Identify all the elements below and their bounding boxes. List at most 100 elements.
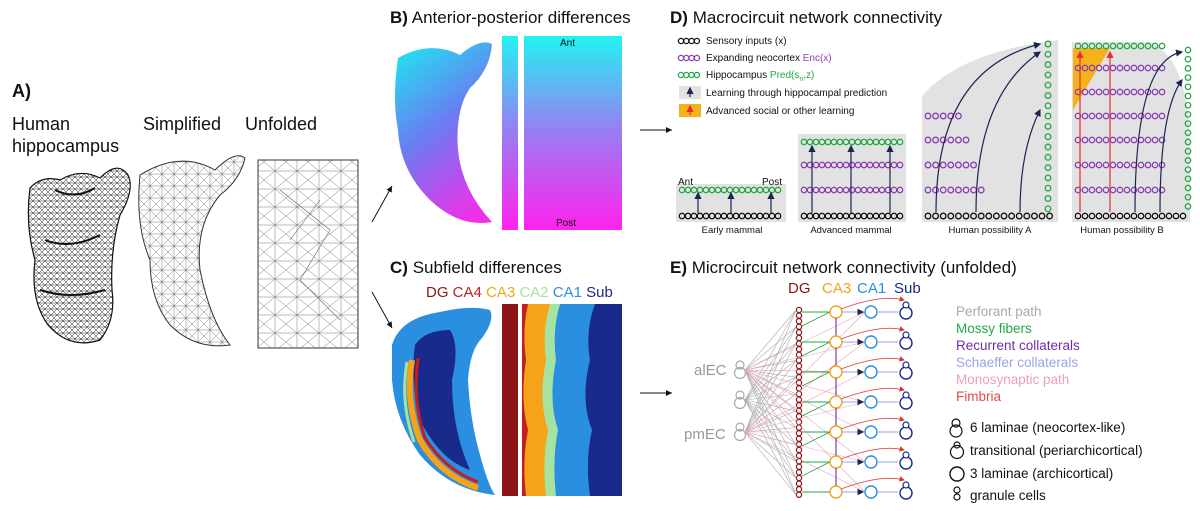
human-a-neocortex-circle [939,112,947,120]
panel-c-title-text: Subfield differences [412,258,562,277]
ca3-cell [829,305,843,319]
human-b-neocortex-circle [1074,136,1082,144]
panel-d-letter: D) [670,8,688,27]
human-b-neocortex-circle [1130,88,1138,96]
unfolded-mesh [257,159,359,349]
legend-sensory-inputs: Sensory inputs (x) [706,36,787,47]
human-a-hippocampus-circle [1044,112,1052,120]
advanced-neocortex-circle [896,161,904,169]
fimbria-line [840,446,905,460]
perforant-path-line [744,369,797,378]
human-a-bg [922,40,1058,222]
human-b-hippocampus-column-circle [1184,175,1192,183]
sub-cell [899,456,913,470]
ap-hippocampus-shape [395,42,492,224]
human-a-sensory-circle [985,212,993,220]
subfield-dg-label: DG [426,284,449,301]
human-b-neocortex-circle [1081,136,1089,144]
legend-neocortex-circle [693,54,701,62]
perforant-path-line [744,309,797,371]
laminae-three: 3 laminae (archicortical) [970,466,1114,481]
human-a-neocortex-circle [962,136,970,144]
human-a-hippocampus-circle [1044,40,1052,48]
dg-granule-cell [795,424,803,431]
sub-cell [899,486,913,500]
monosynaptic-path-line [744,401,866,433]
legend-sensory-circle [688,37,695,45]
human-b-neocortex-circle [1144,64,1152,72]
mossy-fiber-line [801,401,831,417]
simplified-mesh [138,155,246,347]
human-b-learning-arrow [1134,49,1184,213]
panel-b-title-text: Anterior-posterior differences [411,8,631,27]
perforant-path-line [744,326,797,401]
panel-c-title: C) Subfield differences [390,258,562,278]
human-a-learning-arrow [935,41,1042,213]
human-b-hippocampus-column-circle [1184,166,1192,173]
dg-granule-cell [795,312,803,319]
monosynaptic-path-line [744,341,866,371]
human-b-sensory-circle [1095,212,1103,220]
path-schaeffer-collaterals: Schaeffer collaterals [956,355,1079,370]
human-a-sensory-circle [1008,212,1016,220]
dg-granule-cell [795,469,803,476]
human-a-neocortex-circle [977,186,985,194]
monosynaptic-path-line [744,311,866,371]
panel-e-title-text: Microcircuit network connectivity (unfol… [691,258,1017,277]
panel-a-human-label: Human [12,114,71,134]
human-b-neocortex-circle [1137,161,1145,169]
legend-sensory-circle [683,37,690,45]
ec-cell [735,390,745,400]
human-b-neocortex-circle [1095,88,1103,96]
laminae-granule: granule cells [970,488,1046,503]
human-a-neocortex-circle [947,186,955,194]
laminae-three-icon [949,466,965,482]
monosynaptic-path-line [744,369,866,433]
human-b-hippocampus-column-circle [1184,55,1192,63]
dg-granule-cell [795,486,803,493]
human-b-hippocampus-column-circle [1184,92,1192,100]
human-b-neocortex-circle [1088,161,1096,169]
human-b-neocortex-circle [1102,64,1110,72]
dg-granule-cell [795,346,803,353]
legend-hippocampus-text: Hippocampus [706,70,770,81]
human-a-neocortex-circle [954,161,962,169]
granule-cell-icon [953,486,961,494]
human-a-learning-arrow [975,51,1041,213]
human-a-hippocampus-circle [1044,164,1052,172]
legend-hippocampus-circle [693,71,701,79]
human-a-neocortex-circle [939,136,947,144]
perforant-path-line [744,399,797,495]
legend-neocortex-circle [683,54,690,62]
ca3-cell [829,395,843,409]
panel-b-letter: B) [390,8,408,27]
panel-a-simplified-label: Simplified [143,114,222,134]
human-a-sensory-circle [962,212,970,220]
ca1-cell [864,455,878,469]
subfield-ca1-label: CA1 [552,284,582,301]
path-monosynaptic: Monosynaptic path [956,372,1070,387]
human-a-neocortex-circle [924,112,932,120]
human-b-hippocampus-column-circle [1184,138,1192,146]
human-b-neocortex-circle [1088,186,1096,194]
ec-cell [735,422,745,432]
perforant-path-line [744,343,797,433]
human-a-hippocampus-circle [1044,81,1052,89]
path-fimbria: Fimbria [956,389,1002,404]
human-b-sensory-circle [1130,212,1138,220]
human-a-sensory-circle [1000,212,1008,220]
panel-a-letter: A) [12,81,31,101]
legend-advanced-learning: Advanced social or other learning [706,106,855,117]
early-hippocampus-circle [774,186,782,194]
human-b-neocortex-circle [1102,186,1110,194]
ap-strip-wide [524,36,622,230]
sub-cell [899,336,913,350]
sub-cell [899,426,913,440]
dg-granule-cell [795,418,803,426]
panel-c-letter: C) [390,258,408,277]
human-b-neocortex-circle [1116,161,1124,169]
sub-cell-top [902,451,910,459]
human-b-neocortex-circle [1081,88,1089,96]
fimbria-line [840,356,905,370]
human-b-sensory-circle [1088,212,1096,220]
